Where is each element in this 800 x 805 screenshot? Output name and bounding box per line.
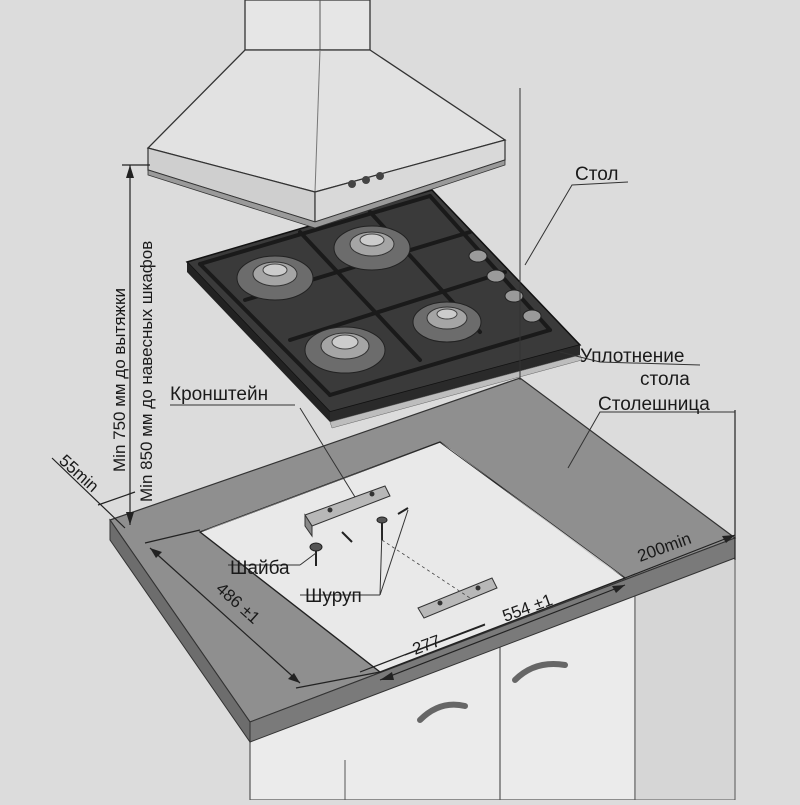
label-countertop: Столешница <box>598 394 710 415</box>
hob-seal <box>329 354 583 429</box>
burner-rear-left <box>236 255 314 301</box>
knob-icon <box>486 269 506 283</box>
label-screw: Шуруп <box>305 586 362 607</box>
knob-icon <box>504 289 524 303</box>
label-stol: Стол <box>575 164 618 185</box>
label-washer: Шайба <box>230 558 290 579</box>
burner-front-right <box>412 301 482 343</box>
label-seal-line1: Уплотнение <box>580 346 684 367</box>
dim-hood-clearance: Min 750 мм до вытяжки <box>110 288 129 472</box>
dimension-lines <box>51 164 736 689</box>
hood-button-icon <box>348 180 356 188</box>
leader-lines <box>170 181 735 596</box>
hood-button-icon <box>376 172 384 180</box>
burner-front-left <box>304 326 386 374</box>
washer-icon <box>309 542 323 552</box>
gas-hob <box>185 189 583 429</box>
knob-icon <box>468 249 488 263</box>
burner-rear-right <box>333 225 411 271</box>
cabinet-handle-right <box>512 661 568 683</box>
kitchen-cabinets <box>249 539 736 801</box>
range-hood <box>146 0 507 229</box>
dim-edge-offset: 55min <box>55 451 102 496</box>
cabinet-handle-left <box>417 701 468 723</box>
hood-button-icon <box>362 176 370 184</box>
knob-icon <box>522 309 542 323</box>
mounting-bracket-bottom <box>417 577 498 619</box>
mounting-bracket-top <box>304 485 391 538</box>
label-bracket: Кронштейн <box>170 384 268 405</box>
dim-cabinet-clearance: Min 850 мм до навесных шкафов <box>137 241 156 502</box>
control-knobs <box>468 249 542 323</box>
washer-and-screws <box>309 507 471 599</box>
label-seal-line2: стола <box>640 369 690 390</box>
